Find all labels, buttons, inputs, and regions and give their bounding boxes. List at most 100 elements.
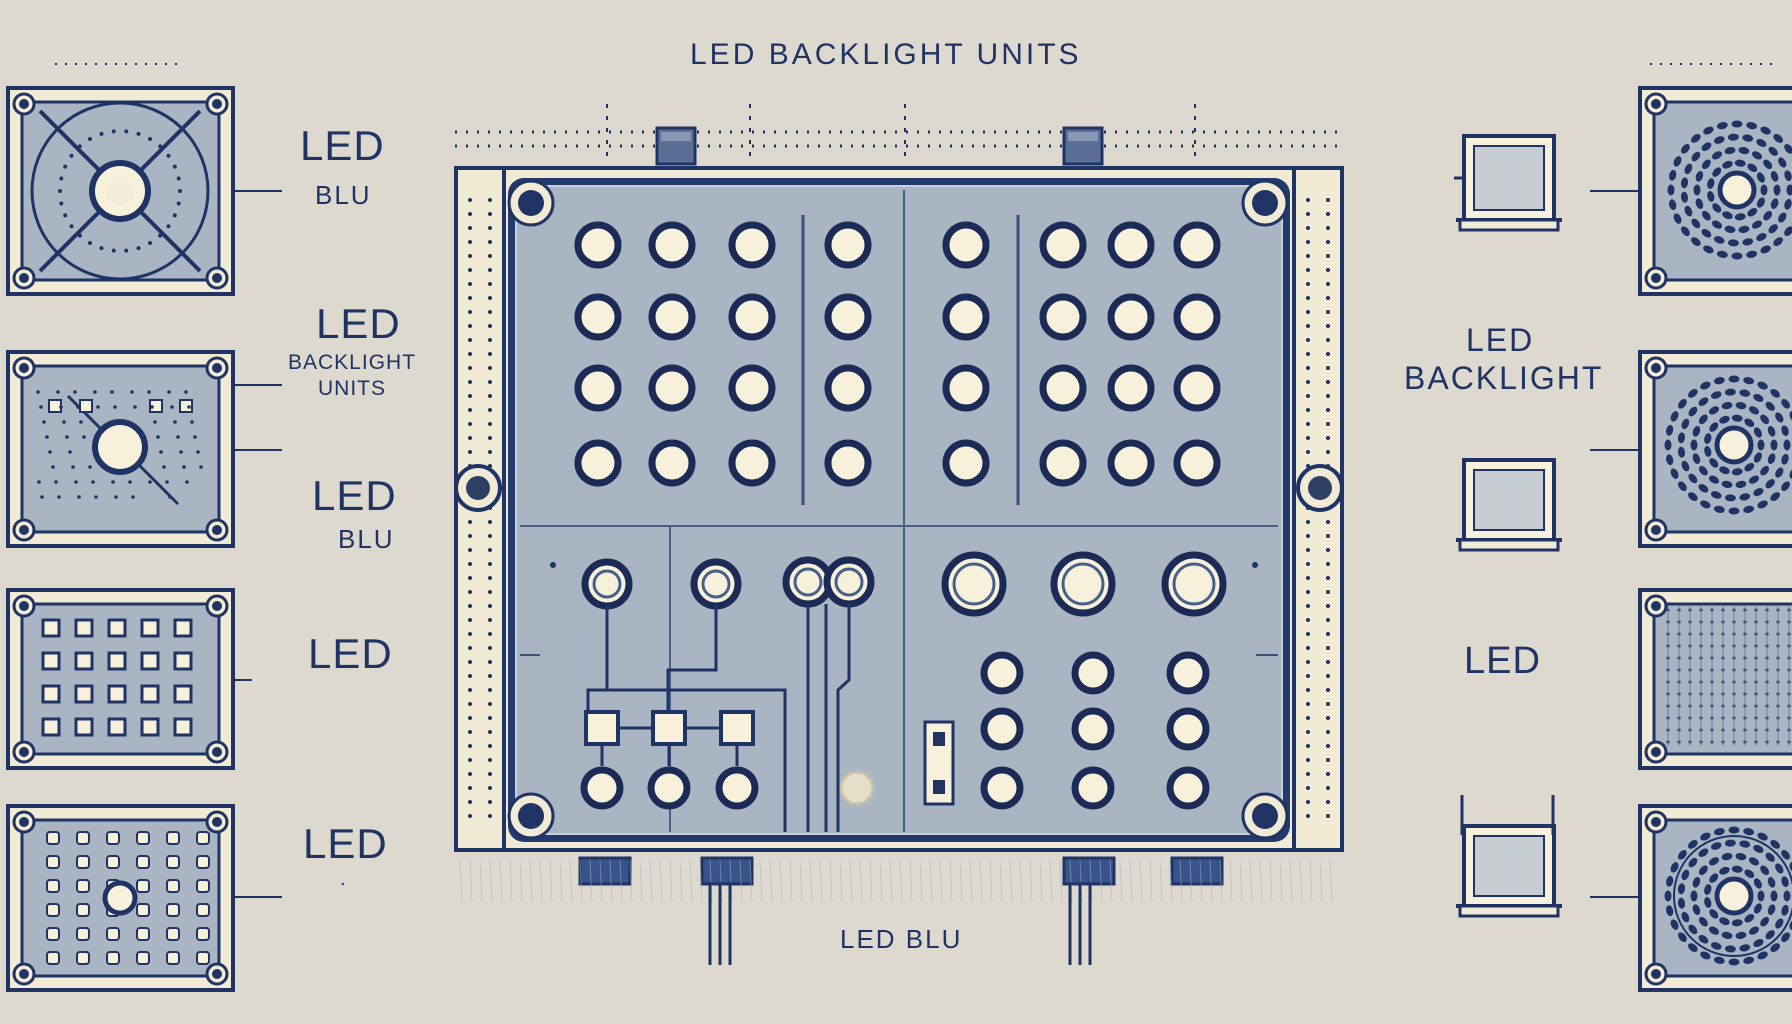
radial-led-dot bbox=[1767, 453, 1776, 464]
module-dot bbox=[182, 465, 186, 469]
radial-led-dot bbox=[1728, 507, 1740, 515]
radial-led-dot bbox=[1709, 422, 1719, 432]
module-center-led bbox=[1717, 170, 1757, 210]
rail-hole bbox=[1306, 604, 1310, 608]
rail-hole bbox=[1306, 814, 1310, 818]
module-screw-hole bbox=[1651, 273, 1661, 283]
module-dot bbox=[111, 480, 115, 484]
board-shadow-hatch bbox=[1009, 859, 1013, 903]
rail-hole bbox=[468, 366, 472, 370]
rail-hole bbox=[488, 324, 492, 328]
mesh-ring bbox=[1673, 835, 1792, 957]
radial-led-dot bbox=[1770, 840, 1780, 849]
rail-hole bbox=[468, 240, 472, 244]
board-shadow-hatch bbox=[989, 859, 993, 903]
led-lamp bbox=[728, 221, 776, 269]
led-lamp bbox=[1039, 293, 1087, 341]
radial-led-dot bbox=[1748, 926, 1760, 935]
rail-hole bbox=[1306, 394, 1310, 398]
radial-led-dot bbox=[1770, 389, 1780, 398]
fan-dot bbox=[69, 224, 74, 229]
led-lamp bbox=[942, 364, 990, 412]
board-shadow-hatch bbox=[1139, 859, 1143, 903]
module-dot bbox=[73, 390, 77, 394]
radial-led-dot bbox=[1721, 402, 1733, 410]
fan-dot bbox=[158, 233, 163, 238]
radial-led-dot bbox=[1678, 850, 1687, 860]
fan-hub-center bbox=[106, 177, 134, 205]
module-screw-hole bbox=[19, 99, 29, 109]
module-dot bbox=[196, 450, 200, 454]
module-dot bbox=[65, 435, 69, 439]
module-dot bbox=[159, 450, 163, 454]
fan-dot bbox=[69, 153, 74, 158]
rail-hole bbox=[488, 744, 492, 748]
rail-hole bbox=[1306, 408, 1310, 412]
radial-led-dot bbox=[1704, 897, 1712, 908]
rail-hole bbox=[488, 240, 492, 244]
board-shadow-hatch bbox=[1089, 859, 1093, 903]
led-lamp bbox=[980, 707, 1024, 751]
rail-hole bbox=[1306, 212, 1310, 216]
rail-hole bbox=[468, 702, 472, 706]
radial-led-dot bbox=[1731, 468, 1743, 476]
radial-led-dot bbox=[1757, 439, 1765, 451]
radial-led-dot bbox=[1721, 853, 1733, 861]
rail-hole bbox=[468, 422, 472, 426]
rail-hole bbox=[488, 268, 492, 272]
module-screw-hole bbox=[212, 601, 222, 611]
rail-hole bbox=[468, 338, 472, 342]
board-shadow-hatch bbox=[1039, 859, 1043, 903]
right-label-1-line2: BACKLIGHT bbox=[1404, 360, 1604, 396]
rail-hole bbox=[468, 604, 472, 608]
module-square-led bbox=[74, 651, 94, 671]
rail-hole bbox=[1326, 380, 1330, 384]
board-shadow-hatch bbox=[799, 859, 803, 903]
radial-led-dot bbox=[1688, 473, 1698, 484]
radial-led-dot bbox=[1746, 122, 1758, 130]
board-shadow-hatch bbox=[789, 859, 793, 903]
module-small-led bbox=[196, 927, 210, 941]
radial-led-dot bbox=[1710, 391, 1722, 399]
radial-led-dot bbox=[1724, 494, 1736, 502]
panel-dot bbox=[1252, 562, 1258, 568]
rail-hole bbox=[1326, 646, 1330, 650]
board-shadow-hatch bbox=[949, 859, 953, 903]
radial-led-dot bbox=[1786, 184, 1792, 196]
module-square-led bbox=[41, 618, 61, 638]
rail-hole bbox=[1326, 814, 1330, 818]
rail-hole bbox=[1306, 436, 1310, 440]
rail-hole bbox=[468, 394, 472, 398]
module-dot bbox=[184, 390, 188, 394]
board-shadow-hatch bbox=[849, 859, 853, 903]
module-dot bbox=[36, 390, 40, 394]
board-shadow-hatch bbox=[759, 859, 763, 903]
radial-led-dot bbox=[1692, 877, 1701, 888]
radial-led-dot bbox=[1789, 411, 1792, 422]
radial-led-dot bbox=[1734, 159, 1746, 167]
board-shadow-hatch bbox=[939, 859, 943, 903]
rail-hole bbox=[1326, 226, 1330, 230]
radial-led-dot bbox=[1700, 500, 1711, 509]
radial-led-dot bbox=[1711, 220, 1723, 229]
board-shadow-hatch bbox=[1289, 859, 1293, 903]
rail-hole bbox=[488, 338, 492, 342]
fan-ring bbox=[30, 101, 210, 281]
radial-led-dot bbox=[1673, 156, 1682, 167]
rail-hole bbox=[1326, 716, 1330, 720]
circuit-trace bbox=[586, 606, 609, 728]
board-shadow-hatch bbox=[729, 859, 733, 903]
radial-led-dot bbox=[1677, 883, 1686, 895]
rail-hole bbox=[1326, 240, 1330, 244]
radial-led-dot bbox=[1707, 191, 1715, 202]
radial-led-dot bbox=[1716, 250, 1728, 258]
radial-led-dot bbox=[1773, 237, 1783, 246]
board-shadow-hatch bbox=[489, 859, 493, 903]
rail-hole bbox=[468, 674, 472, 678]
radial-led-dot bbox=[1698, 848, 1709, 857]
radial-led-dot bbox=[1703, 245, 1714, 254]
module-screw-hole bbox=[1651, 969, 1661, 979]
radial-led-dot bbox=[1773, 134, 1783, 143]
radial-led-dot bbox=[1710, 942, 1722, 950]
radial-led-dot bbox=[1735, 853, 1747, 861]
